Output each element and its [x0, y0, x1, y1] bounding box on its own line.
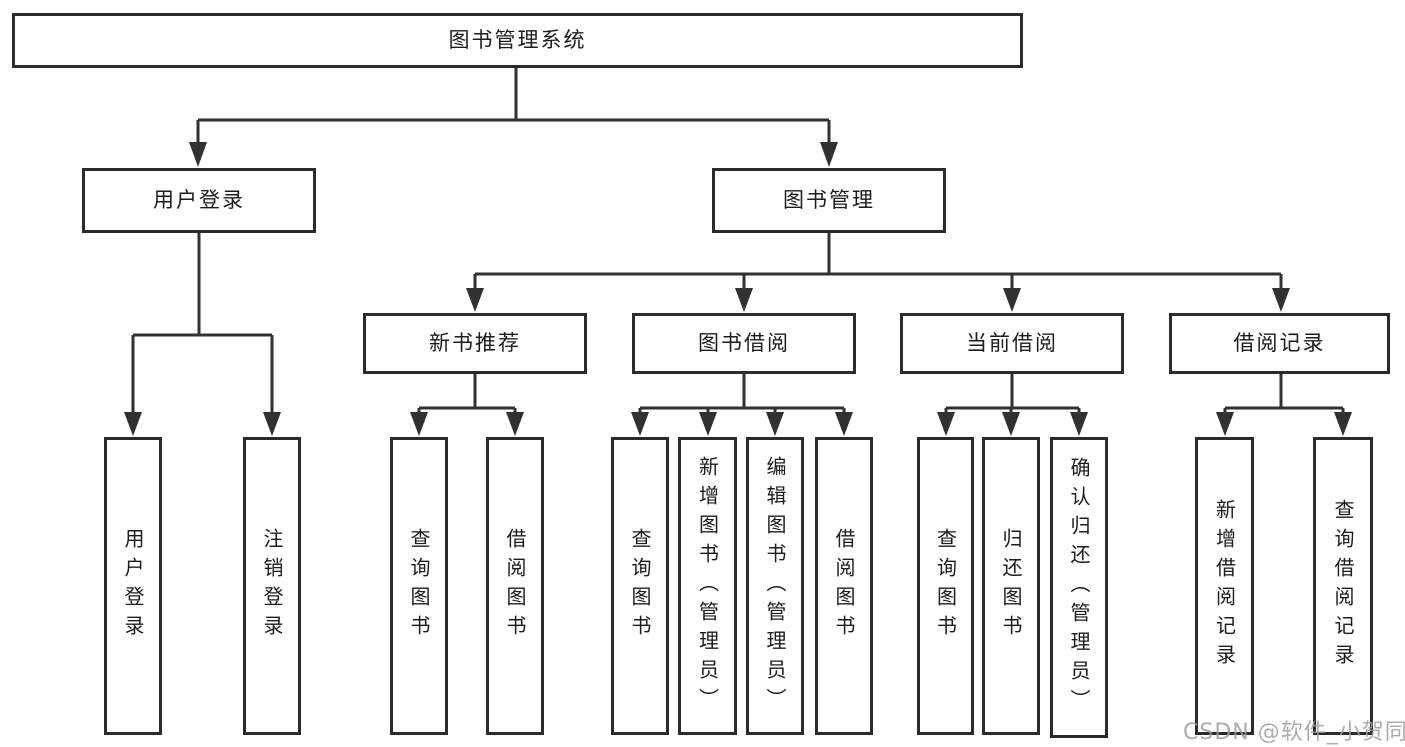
- csdn-watermark: CSDN @软件_小贺同学: [1183, 720, 1405, 745]
- node-new-book-recommend: 新书推荐: [363, 313, 587, 374]
- leaf-label: 用户登录: [121, 528, 145, 644]
- node-book-management: 图书管理: [712, 168, 946, 233]
- leaf-logout: 注销登录: [243, 437, 301, 735]
- node-label: 图书管理: [783, 188, 875, 212]
- leaf-return-books: 归还图书: [982, 437, 1040, 735]
- leaf-label: 借阅图书: [832, 528, 856, 644]
- node-label: 当前借阅: [966, 331, 1058, 355]
- arrowheads: [124, 142, 1352, 436]
- leaf-label: 查询图书: [628, 528, 652, 644]
- node-borrow-records: 借阅记录: [1169, 313, 1390, 374]
- node-label: 图书借阅: [698, 331, 790, 355]
- leaf-label: 注销登录: [260, 528, 284, 644]
- node-label: 用户登录: [153, 188, 245, 212]
- node-label: 图书管理系统: [448, 28, 587, 52]
- leaf-label: 借阅图书: [503, 528, 527, 644]
- leaf-query-borrow-record: 查询借阅记录: [1313, 437, 1373, 735]
- node-user-login: 用户登录: [82, 168, 316, 233]
- leaf-label: 新增借阅记录: [1212, 499, 1237, 673]
- leaf-label: 查询图书: [933, 528, 958, 644]
- leaf-confirm-return-admin: 确认归还（管理员）: [1050, 437, 1108, 738]
- leaf-label: 查询图书: [407, 528, 431, 644]
- leaf-recommend-borrow-books: 借阅图书: [486, 437, 544, 735]
- node-current-borrow: 当前借阅: [900, 313, 1124, 374]
- leaf-label: 查询借阅记录: [1331, 499, 1355, 673]
- leaf-current-query-books: 查询图书: [917, 437, 974, 735]
- leaf-label: 编辑图书（管理员）: [763, 455, 787, 717]
- leaf-borrow-books: 借阅图书: [815, 437, 873, 735]
- leaf-label: 归还图书: [999, 528, 1023, 644]
- node-book-borrow: 图书借阅: [632, 313, 856, 374]
- node-library-management-system: 图书管理系统: [12, 13, 1023, 68]
- leaf-edit-books-admin: 编辑图书（管理员）: [746, 437, 804, 735]
- leaf-label: 确认归还（管理员）: [1067, 457, 1091, 718]
- node-label: 新书推荐: [429, 331, 521, 355]
- leaf-add-books-admin: 新增图书（管理员）: [678, 437, 737, 735]
- leaf-user-login: 用户登录: [104, 437, 162, 735]
- leaf-label: 新增图书（管理员）: [695, 455, 720, 717]
- node-label: 借阅记录: [1233, 331, 1326, 355]
- leaf-borrow-query-books: 查询图书: [611, 437, 669, 735]
- leaf-add-borrow-record: 新增借阅记录: [1195, 437, 1254, 735]
- leaf-recommend-query-books: 查询图书: [390, 437, 448, 735]
- connector-lines: [131, 68, 1345, 414]
